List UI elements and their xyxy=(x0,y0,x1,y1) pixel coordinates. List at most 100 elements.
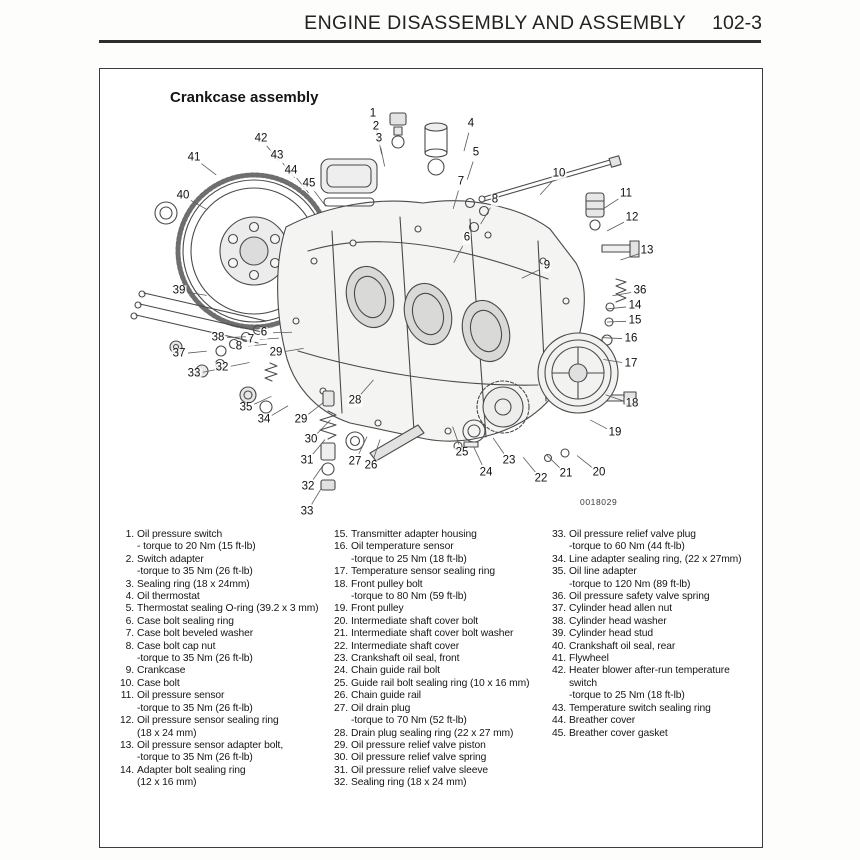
part-label: Flywheel xyxy=(569,653,609,665)
part-label: Oil pressure relief valve spring xyxy=(351,752,487,764)
part-label: Oil pressure relief valve sleeve xyxy=(351,764,489,776)
part-number: 12. xyxy=(119,715,134,727)
part-name: 10.Case bolt xyxy=(116,678,330,690)
part-name: 21.Intermediate shaft cover bolt washer xyxy=(330,628,548,640)
part-item-8: 8.Case bolt cap nut-torque to 35 Nm (26 … xyxy=(116,641,330,666)
callout-11: 11 xyxy=(619,187,633,200)
parts-column-1: 1.Oil pressure switch- torque to 20 Nm (… xyxy=(116,529,330,790)
part-detail: -torque to 35 Nm (26 ft-lb) xyxy=(137,752,253,764)
part-number: 32. xyxy=(333,777,348,789)
callout-3: 3 xyxy=(374,132,384,145)
part-item-7: 7.Case bolt beveled washer xyxy=(116,628,330,640)
part-number: 6. xyxy=(125,615,134,627)
callout-37: 37 xyxy=(171,347,187,360)
part-number: 2. xyxy=(125,553,134,565)
part-number: 27. xyxy=(333,702,348,714)
part-detail: switch xyxy=(569,677,598,689)
callout-18: 18 xyxy=(624,397,640,410)
leader-lines xyxy=(187,122,639,505)
part-name: 22.Intermediate shaft cover xyxy=(330,641,548,653)
part-name: 20.Intermediate shaft cover bolt xyxy=(330,616,548,628)
part-item-31: 31.Oil pressure relief valve sleeve xyxy=(330,765,548,777)
callout-42: 42 xyxy=(253,132,269,145)
part-label: Cylinder head stud xyxy=(569,628,654,640)
part-number: 29. xyxy=(333,739,348,751)
part-item-14: 14.Adapter bolt sealing ring(12 x 16 mm) xyxy=(116,765,330,790)
part-label: Intermediate shaft cover bolt xyxy=(351,615,479,627)
part-label: Case bolt cap nut xyxy=(137,640,216,652)
part-number: 15. xyxy=(333,529,348,540)
callout-8: 8 xyxy=(490,193,500,206)
part-detail: -torque to 25 Nm (18 ft-lb) xyxy=(569,690,685,702)
callout-38: 38 xyxy=(210,331,226,344)
part-label: Oil temperature sensor xyxy=(351,541,454,553)
part-number: 23. xyxy=(333,653,348,665)
part-label: Oil pressure sensor sealing ring xyxy=(137,715,279,727)
part-number: 33. xyxy=(551,529,566,540)
part-name: 37.Cylinder head allen nut xyxy=(548,603,744,615)
part-name: 18.Front pulley bolt xyxy=(330,579,548,591)
part-label: Front pulley xyxy=(351,603,404,615)
part-item-34: 34.Line adapter sealing ring, (22 x 27mm… xyxy=(548,554,744,566)
callout-30: 30 xyxy=(303,433,319,446)
part-label: Adapter bolt sealing ring xyxy=(137,764,246,776)
part-label: Switch adapter xyxy=(137,553,204,565)
part-label: Oil pressure relief valve plug xyxy=(569,529,696,540)
part-label: Oil line adapter xyxy=(569,566,637,578)
callout-14: 14 xyxy=(627,299,643,312)
part-item-3: 3.Sealing ring (18 x 24mm) xyxy=(116,579,330,591)
part-number: 8. xyxy=(125,640,134,652)
part-number: 37. xyxy=(551,603,566,615)
part-name: 5.Thermostat sealing O-ring (39.2 x 3 mm… xyxy=(116,603,330,615)
part-label: Chain guide rail bolt xyxy=(351,665,440,677)
part-label: Sealing ring (18 x 24 mm) xyxy=(351,777,467,789)
part-item-44: 44.Breather cover xyxy=(548,715,744,727)
part-label: Chain guide rail xyxy=(351,690,421,702)
part-number: 4. xyxy=(125,591,134,603)
callout-5: 5 xyxy=(471,146,481,159)
part-name: 9.Crankcase xyxy=(116,665,330,677)
part-number: 36. xyxy=(551,591,566,603)
part-detail: -torque to 25 Nm (18 ft-lb) xyxy=(351,553,467,565)
callout-45: 45 xyxy=(301,177,317,190)
part-number: 43. xyxy=(551,702,566,714)
part-name: 34.Line adapter sealing ring, (22 x 27mm… xyxy=(548,554,744,566)
part-label: Temperature switch sealing ring xyxy=(569,702,711,714)
part-name: 17.Temperature sensor sealing ring xyxy=(330,566,548,578)
part-name: 38.Cylinder head washer xyxy=(548,616,744,628)
part-item-40: 40.Crankshaft oil seal, rear xyxy=(548,641,744,653)
part-name: 45.Breather cover gasket xyxy=(548,728,744,740)
callout-20: 20 xyxy=(591,466,607,479)
figure-box: Crankcase assembly xyxy=(99,68,763,848)
part-number: 5. xyxy=(125,603,134,615)
part-item-41: 41.Flywheel xyxy=(548,653,744,665)
part-number: 10. xyxy=(119,677,134,689)
part-name: 1.Oil pressure switch xyxy=(116,529,330,541)
part-label: Drain plug sealing ring (22 x 27 mm) xyxy=(351,727,514,739)
part-name: 29.Oil pressure relief valve piston xyxy=(330,740,548,752)
callout-28: 28 xyxy=(347,394,363,407)
part-item-39: 39.Cylinder head stud xyxy=(548,628,744,640)
callout-7: 7 xyxy=(246,333,256,346)
part-name: 11.Oil pressure sensor xyxy=(116,690,330,702)
part-detail: -torque to 80 Nm (59 ft-lb) xyxy=(351,591,467,603)
part-name: 19.Front pulley xyxy=(330,603,548,615)
callout-2: 2 xyxy=(371,120,381,133)
parts-list: 1.Oil pressure switch- torque to 20 Nm (… xyxy=(116,529,746,790)
callout-6: 6 xyxy=(462,231,472,244)
callout-4: 4 xyxy=(466,117,476,130)
part-item-22: 22.Intermediate shaft cover xyxy=(330,641,548,653)
part-number: 19. xyxy=(333,603,348,615)
part-name: 24.Chain guide rail bolt xyxy=(330,665,548,677)
part-name: 7.Case bolt beveled washer xyxy=(116,628,330,640)
part-item-24: 24.Chain guide rail bolt xyxy=(330,665,548,677)
part-number: 9. xyxy=(125,665,134,677)
part-item-15: 15.Transmitter adapter housing xyxy=(330,529,548,541)
part-label: Intermediate shaft cover xyxy=(351,640,460,652)
part-label: Case bolt sealing ring xyxy=(137,615,234,627)
callout-13: 13 xyxy=(639,244,655,257)
part-item-1: 1.Oil pressure switch- torque to 20 Nm (… xyxy=(116,529,330,554)
